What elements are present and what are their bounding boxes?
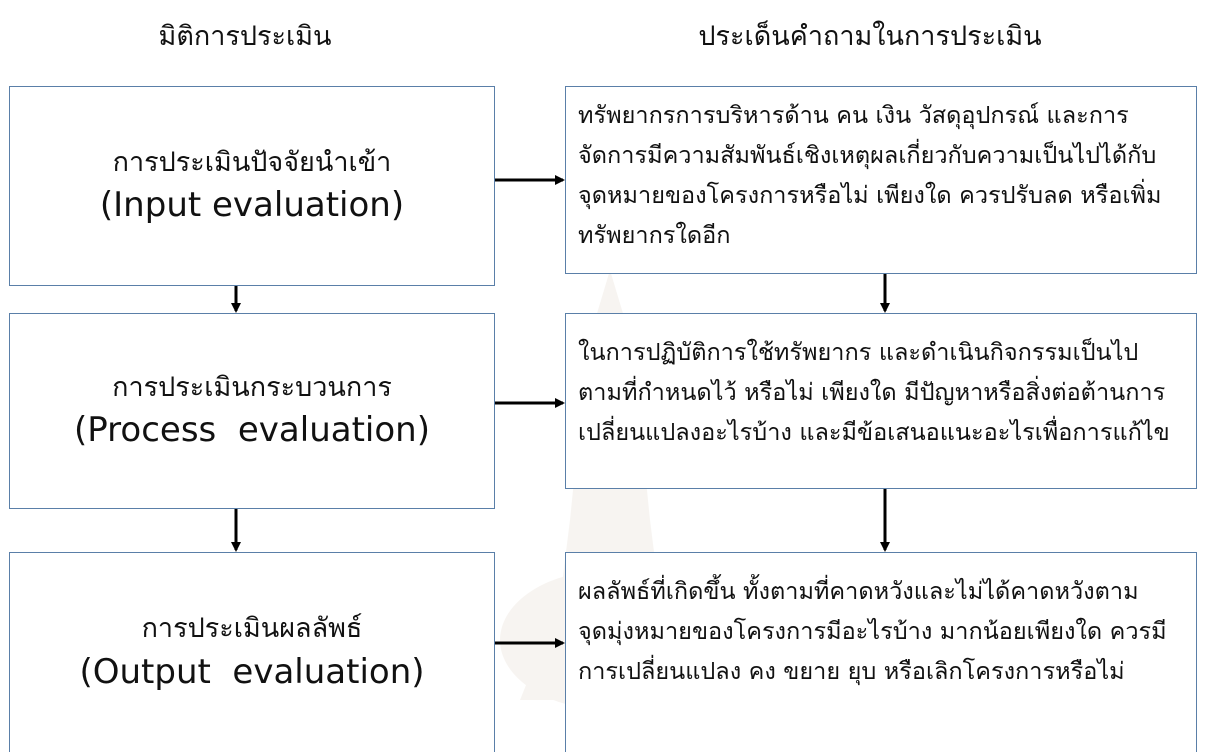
process-questions-box: ในการปฏิบัติการใช้ทรัพยากร และดำเนินกิจก… bbox=[565, 313, 1197, 489]
output-questions-box: ผลลัพธ์ที่เกิดขึ้น ทั้งตามที่คาดหวังและไ… bbox=[565, 552, 1197, 752]
question-line: ตามที่กำหนดไว้ หรือไม่ เพียงใด มีปัญหาหร… bbox=[578, 378, 1166, 406]
dimension-thai-label: การประเมินกระบวนการ bbox=[112, 371, 392, 403]
input-questions-box: ทรัพยากรการบริหารด้าน คน เงิน วัสดุอุปกร… bbox=[565, 86, 1197, 274]
connector-arrows bbox=[231, 175, 890, 648]
output-evaluation-box: การประเมินผลลัพธ์ (Output evaluation) bbox=[9, 552, 495, 752]
question-line: เปลี่ยนแปลงอะไรบ้าง และมีข้อเสนอแนะอะไรเ… bbox=[578, 418, 1170, 446]
dimension-thai-label: การประเมินปัจจัยนำเข้า bbox=[112, 146, 392, 178]
dimension-column-heading: มิติการประเมิน bbox=[158, 21, 332, 52]
question-line: ทรัพยากรใดอีก bbox=[578, 221, 731, 249]
question-line: การเปลี่ยนแปลง คง ขยาย ยุบ หรือเลิกโครงก… bbox=[578, 657, 1125, 685]
dimension-thai-label: การประเมินผลลัพธ์ bbox=[141, 613, 363, 645]
question-line: จุดหมายของโครงการหรือไม่ เพียงใด ควรปรับ… bbox=[578, 181, 1162, 209]
question-column-heading: ประเด็นคำถามในการประเมิน bbox=[698, 21, 1042, 52]
question-line: ทรัพยากรการบริหารด้าน คน เงิน วัสดุอุปกร… bbox=[578, 101, 1129, 129]
dimension-english-label: (Output evaluation) bbox=[79, 651, 425, 692]
question-line: ในการปฏิบัติการใช้ทรัพยากร และดำเนินกิจก… bbox=[578, 338, 1139, 366]
process-evaluation-box: การประเมินกระบวนการ (Process evaluation) bbox=[9, 313, 495, 509]
question-line: จัดการมีความสัมพันธ์เชิงเหตุผลเกี่ยวกับค… bbox=[578, 141, 1157, 169]
question-line: ผลลัพธ์ที่เกิดขึ้น ทั้งตามที่คาดหวังและไ… bbox=[578, 577, 1139, 605]
input-evaluation-box: การประเมินปัจจัยนำเข้า (Input evaluation… bbox=[9, 86, 495, 286]
dimension-english-label: (Process evaluation) bbox=[74, 410, 430, 451]
dimension-english-label: (Input evaluation) bbox=[99, 185, 405, 226]
question-line: จุดมุ่งหมายของโครงการมีอะไรบ้าง มากน้อยเ… bbox=[578, 617, 1167, 645]
